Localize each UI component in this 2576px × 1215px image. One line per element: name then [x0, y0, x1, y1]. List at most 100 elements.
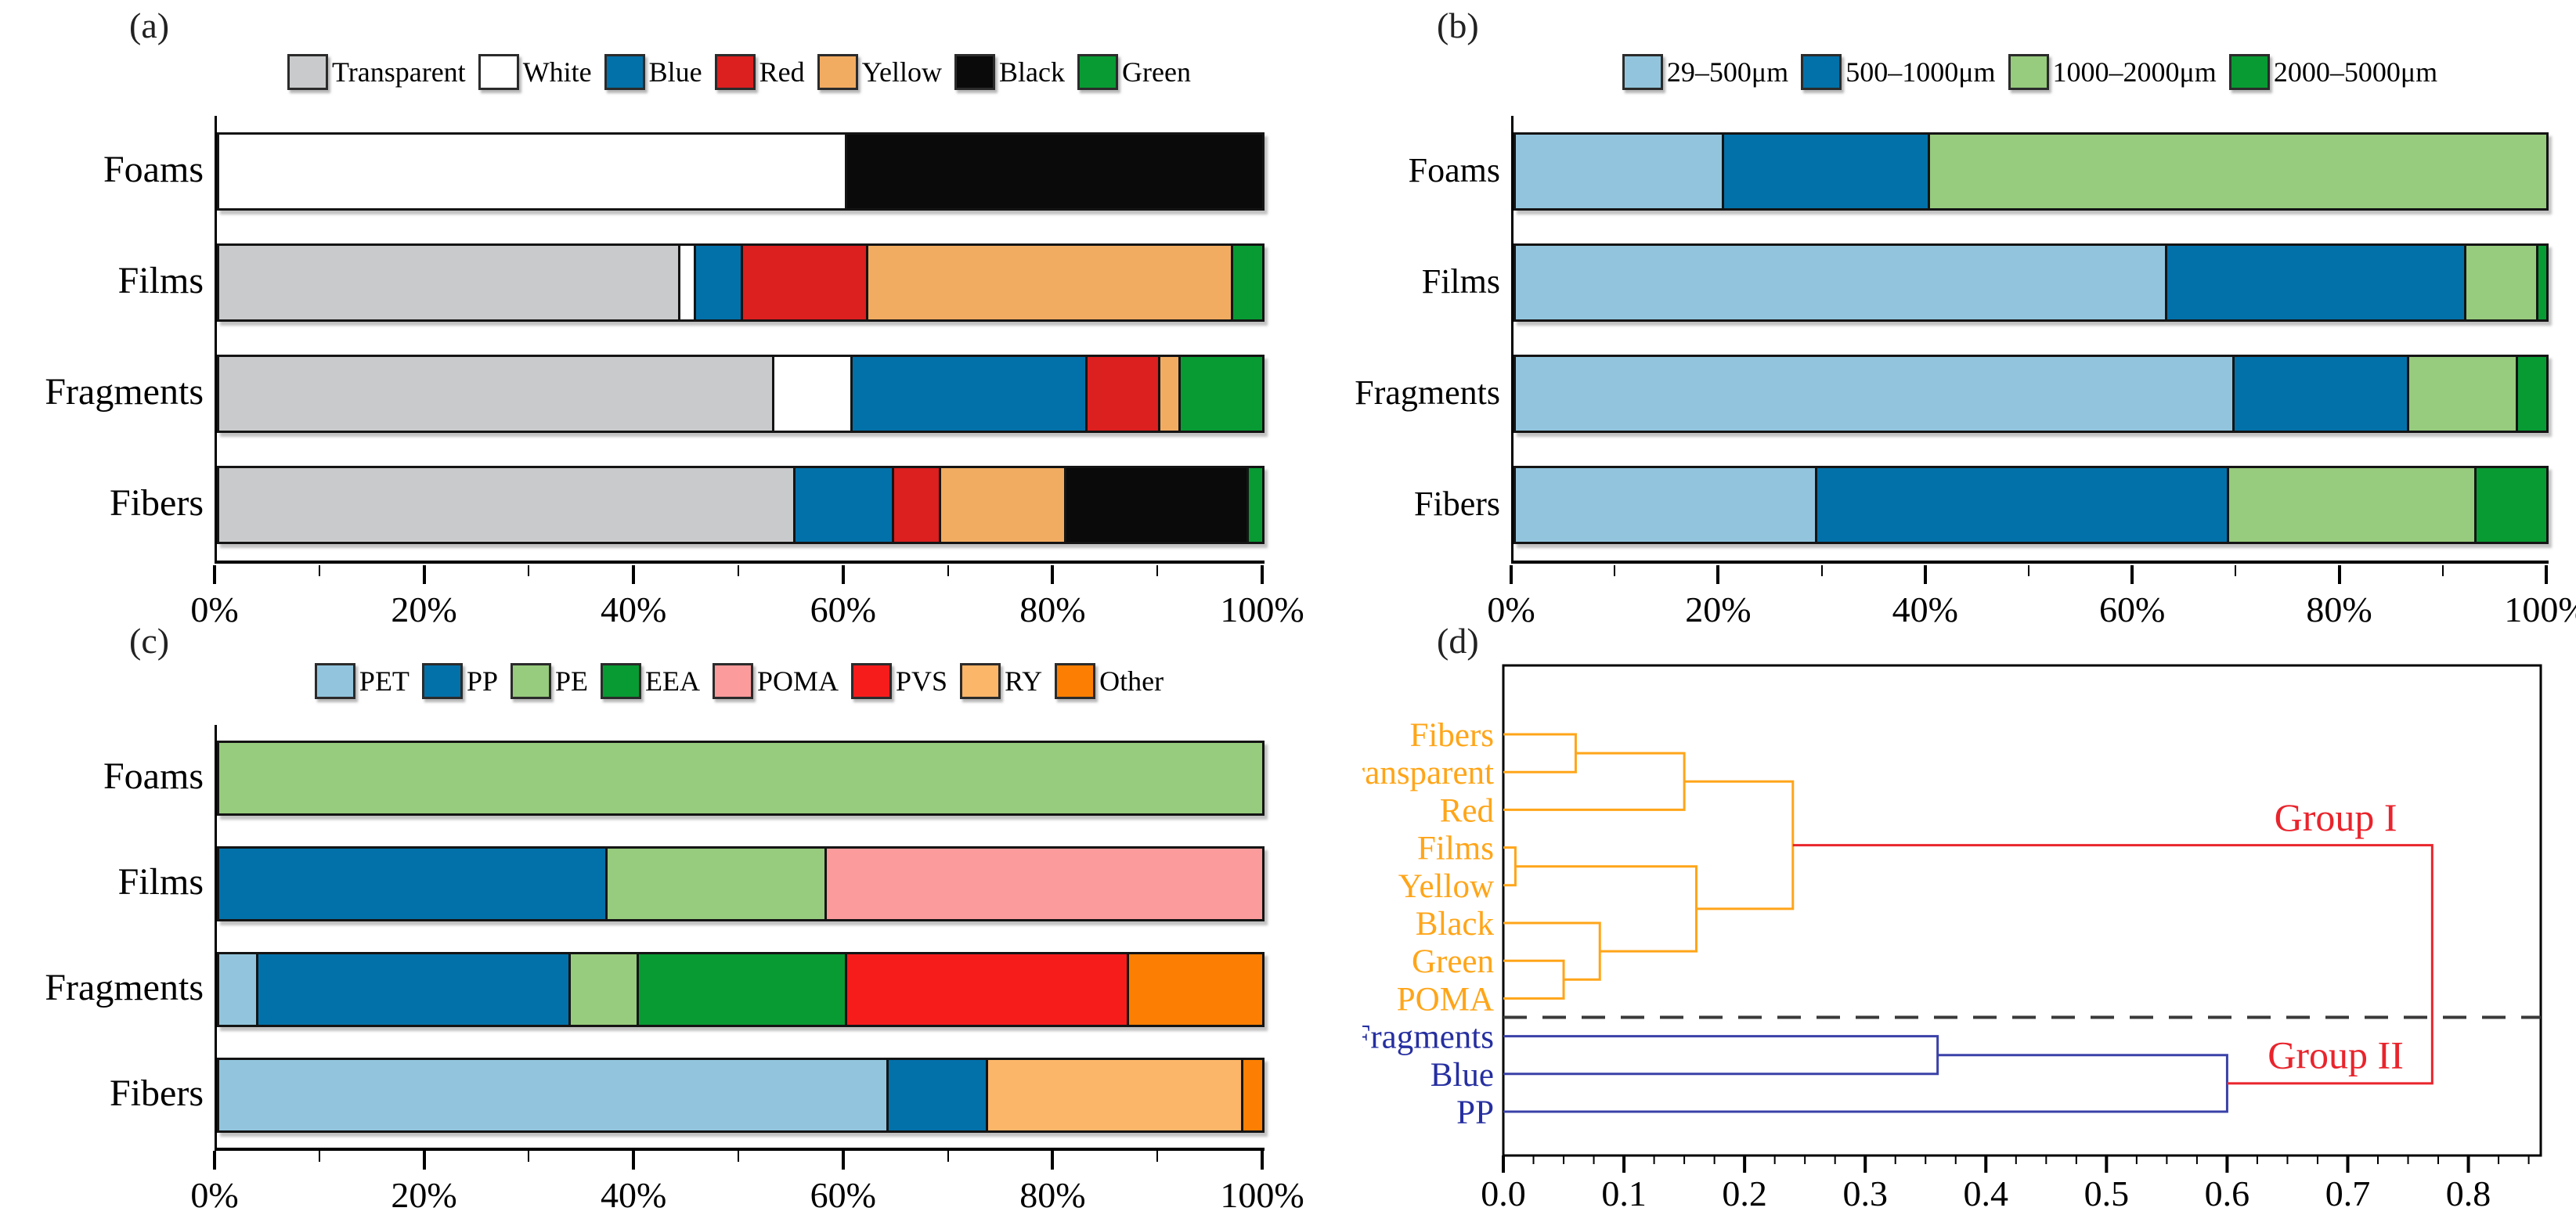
leaf-label-fibers: Fibers: [1410, 717, 1495, 754]
x-tick-label: 40%: [601, 1175, 667, 1215]
leaf-label-transparent: Transparent: [1362, 755, 1494, 791]
x-tick-label: 0.0: [1481, 1174, 1526, 1213]
category-label-fibers: Fibers: [110, 1072, 204, 1114]
x-major-tick: [1261, 1151, 1264, 1170]
bar-segment-blue: [792, 468, 893, 542]
bar-segment-500-1000-m: [2165, 246, 2464, 319]
bar-segment-pp: [886, 1059, 986, 1130]
leaf-label-blue: Blue: [1431, 1057, 1494, 1094]
legend-item-pet: PET: [314, 663, 409, 699]
legend-label: Yellow: [861, 56, 943, 88]
annotation-group-i: Group I: [2275, 795, 2397, 839]
category-label-films: Films: [117, 860, 204, 903]
legend-label: PVS: [896, 665, 948, 697]
category-label-fragments: Fragments: [45, 371, 204, 413]
x-minor-tick: [1156, 565, 1159, 576]
legend-swatch: [960, 663, 1001, 699]
bar-segment-ry: [986, 1059, 1242, 1130]
dendrogram-link-m2: [1503, 752, 1686, 811]
x-tick-label: 100%: [1220, 1175, 1304, 1215]
x-tick-label: 0.8: [2446, 1174, 2491, 1213]
bar-segment-eea: [636, 954, 846, 1025]
x-major-tick: [213, 1151, 216, 1170]
x-major-tick: [2130, 565, 2134, 584]
x-tick-label: 0.6: [2205, 1174, 2250, 1213]
panel-d-tag: (d): [1437, 621, 1479, 661]
x-major-tick: [2337, 565, 2341, 584]
bar-segment-29-500-m: [1516, 468, 1815, 542]
x-tick-label: 0.1: [1601, 1174, 1647, 1213]
bar-segment-29-500-m: [1516, 135, 1723, 208]
dendrogram-link-m7: [1684, 780, 1795, 910]
bar-segment-2000-5000-m: [2535, 246, 2546, 319]
bar-segment-2000-5000-m: [2473, 468, 2546, 542]
legend-label: PP: [466, 665, 498, 697]
x-tick-label: 0.2: [1722, 1174, 1767, 1213]
x-major-tick: [1261, 565, 1264, 584]
stacked-bar-fibers: [217, 466, 1265, 544]
panel-c-tag: (c): [129, 621, 170, 661]
dendrogram-link-m3: [1503, 846, 1517, 887]
x-tick-label: 80%: [1019, 589, 1086, 629]
bar-segment-pe: [219, 742, 1262, 813]
bar-segment-pe: [568, 954, 637, 1025]
bar-segment-transparent: [219, 246, 679, 319]
legend-label: PE: [554, 665, 588, 697]
legend-label: Blue: [648, 56, 702, 88]
bar-segment-2000-5000-m: [2515, 357, 2546, 431]
stacked-bar-foams: [1513, 132, 2549, 211]
bar-segment-pvs: [845, 954, 1127, 1025]
legend-item-eea: EEA: [601, 663, 700, 699]
bar-segment-pe: [604, 848, 824, 919]
x-major-tick: [1051, 565, 1055, 584]
dendrogram-link-m9: [1503, 1054, 2228, 1113]
bar-segment-500-1000-m: [1722, 135, 1928, 208]
category-label-fragments: Fragments: [1355, 373, 1500, 412]
x-minor-tick: [1614, 565, 1616, 576]
panel-b-tag: (b): [1437, 5, 1479, 45]
x-tick-label: 20%: [391, 589, 457, 629]
bar-segment-1000-2000-m: [2463, 246, 2536, 319]
legend-item-pe: PE: [510, 663, 588, 699]
legend-item-2000-5000-m: 2000–5000μm: [2228, 54, 2438, 90]
stacked-bar-films: [217, 243, 1265, 322]
legend-label: RY: [1005, 665, 1043, 697]
legend-item-pp: PP: [421, 663, 498, 699]
legend-item-1000-2000-m: 1000–2000μm: [2008, 54, 2217, 90]
x-major-tick: [1510, 565, 1513, 584]
panel-c-x-axis: 0%20%40%60%80%100%: [190, 1151, 1304, 1215]
panel-c-legend: PET PP PE EEA POMA PVS RY Other: [215, 658, 1264, 705]
legend-item-blue: Blue: [604, 54, 702, 90]
dendrogram-link-m1: [1503, 733, 1577, 773]
x-tick-label: 0%: [190, 1175, 239, 1215]
legend-label: 2000–5000μm: [2273, 56, 2438, 88]
category-label-foams: Foams: [103, 755, 204, 797]
bar-segment-yellow: [865, 246, 1231, 319]
x-minor-tick: [2028, 565, 2029, 576]
bar-segment-1000-2000-m: [2407, 357, 2516, 431]
legend-swatch: [2008, 54, 2049, 90]
legend-item-other: Other: [1055, 663, 1164, 699]
legend-item-poma: POMA: [712, 663, 839, 699]
bar-segment-blue: [850, 357, 1085, 431]
x-tick-label: 100%: [2504, 589, 2576, 629]
category-label-films: Films: [1421, 261, 1500, 301]
stacked-bar-fibers: [217, 1057, 1265, 1133]
bar-segment-white: [219, 135, 846, 208]
x-major-tick: [1716, 565, 1720, 584]
legend-label: Other: [1099, 665, 1164, 697]
bar-segment-black: [845, 135, 1262, 208]
x-tick-label: 40%: [1892, 589, 1958, 629]
x-minor-tick: [318, 1151, 320, 1162]
stacked-bar-fragments: [217, 355, 1265, 433]
bar-segment-500-1000-m: [2231, 357, 2408, 431]
bar-segment-green: [1231, 246, 1262, 319]
category-label-foams: Foams: [103, 149, 204, 191]
bar-segment-poma: [824, 848, 1262, 919]
x-major-tick: [213, 565, 216, 584]
x-tick-label: 80%: [1019, 1175, 1086, 1215]
x-major-tick: [632, 565, 636, 584]
legend-item-red: Red: [714, 54, 805, 90]
